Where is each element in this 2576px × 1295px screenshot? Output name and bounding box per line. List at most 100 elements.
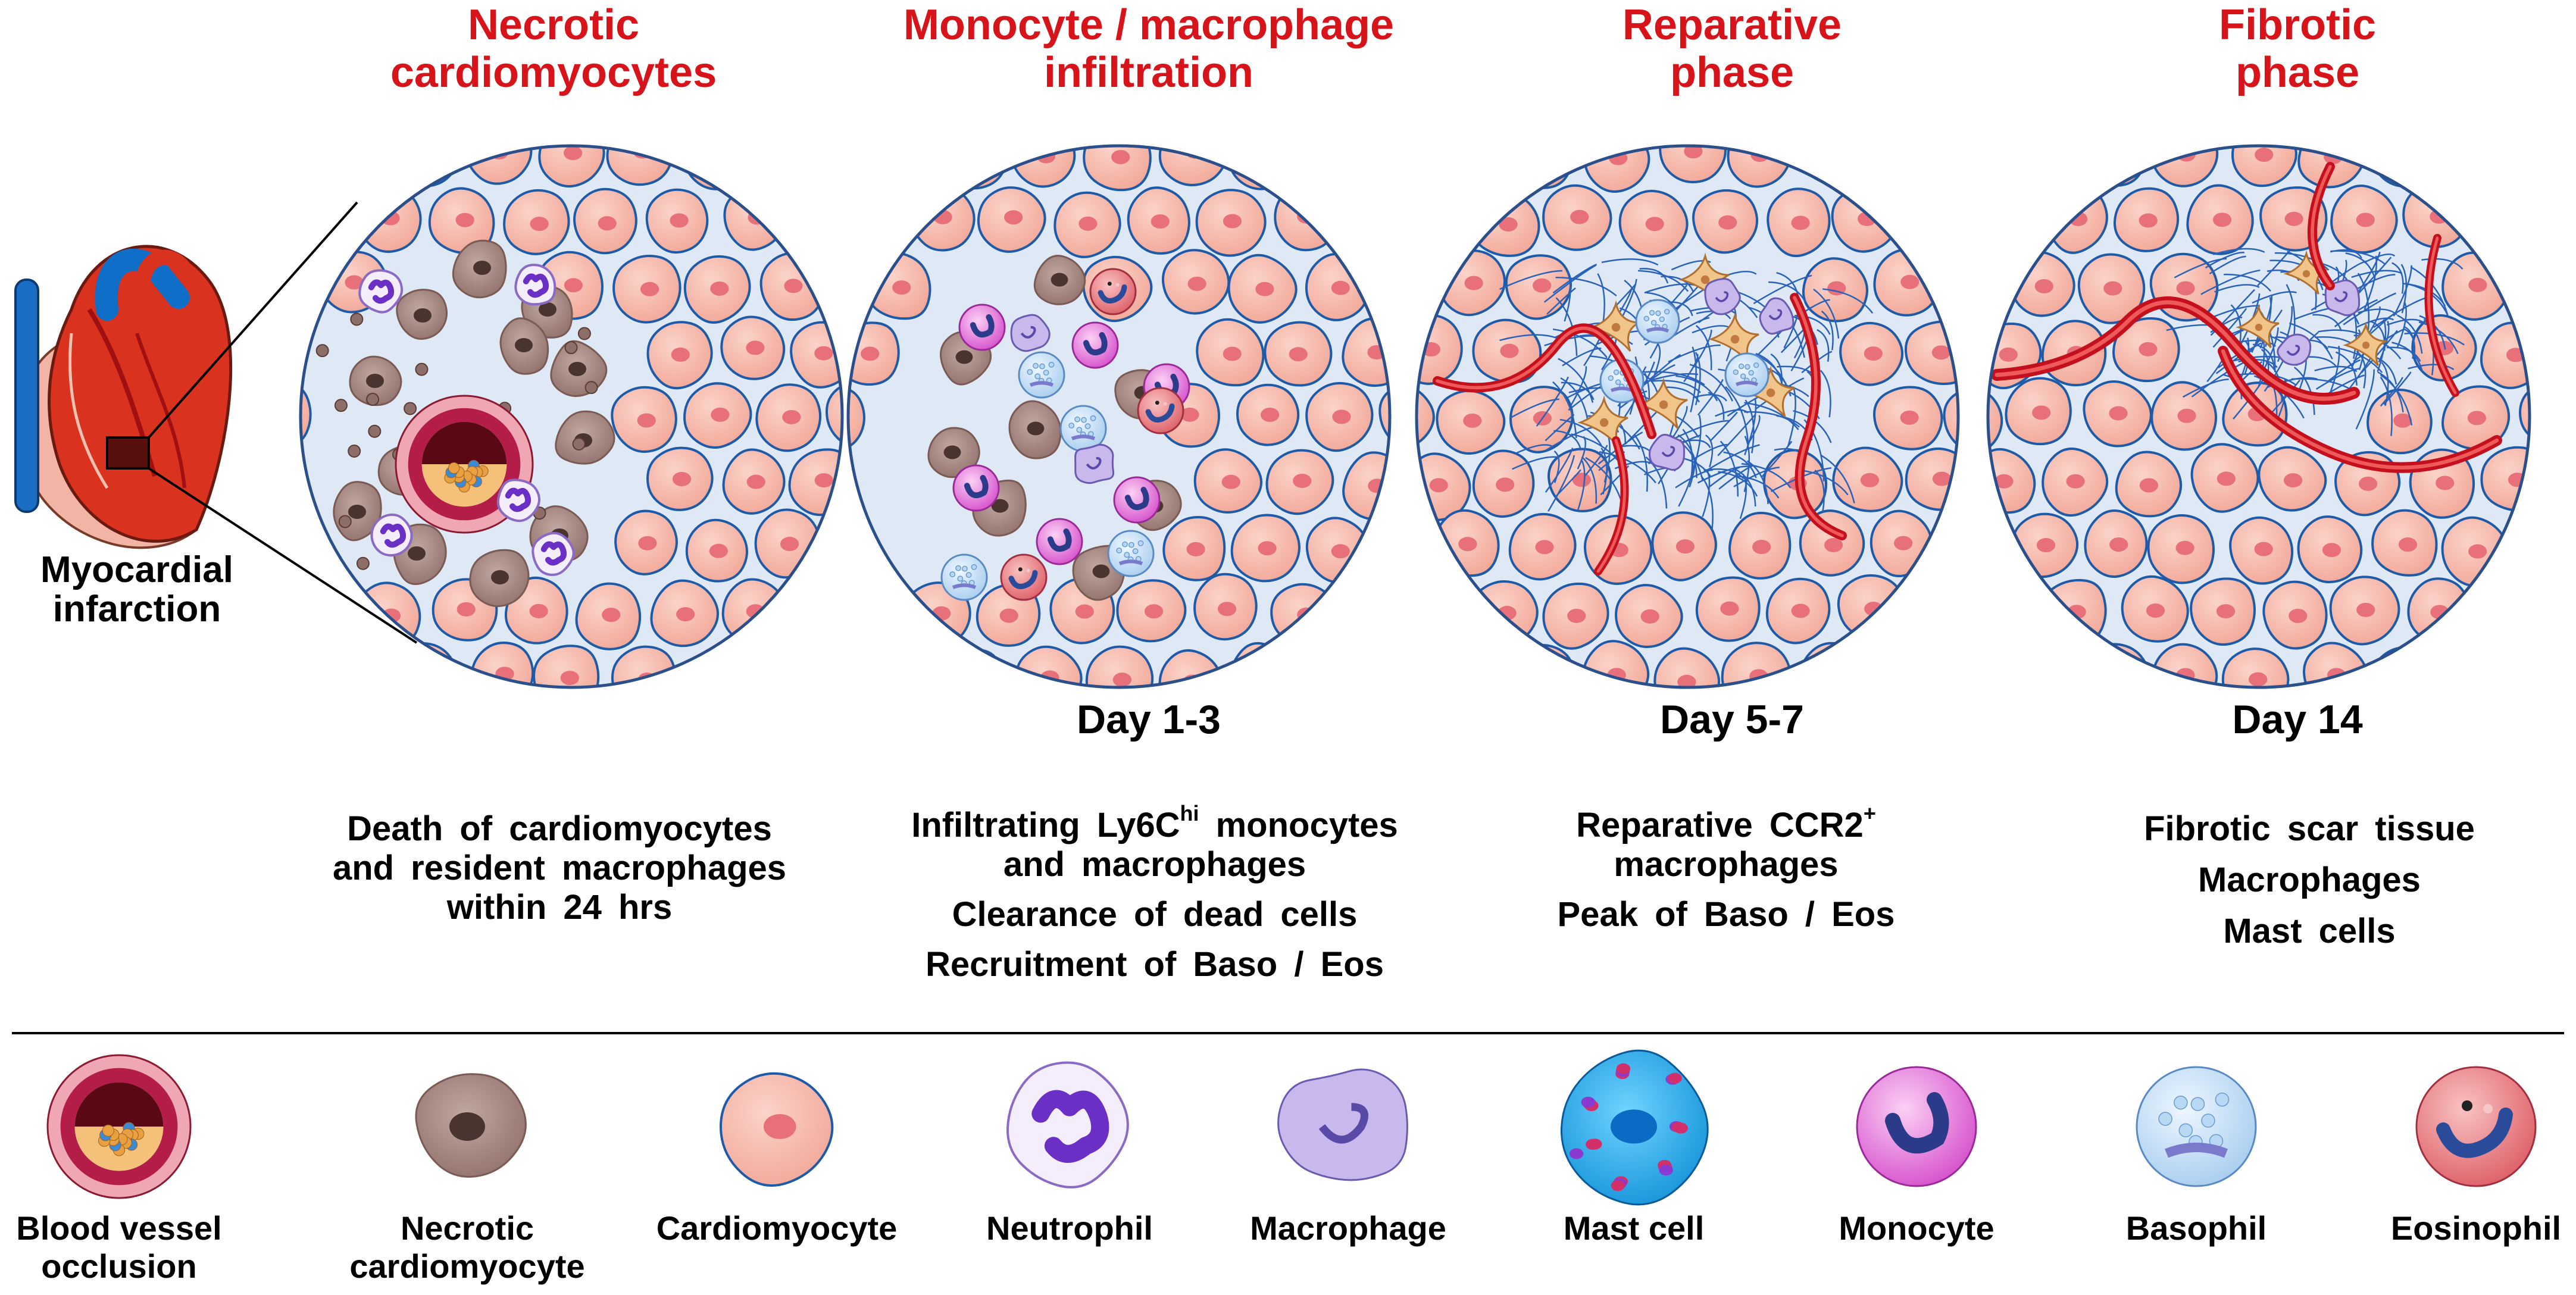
- eosinophil-nucleus: [1145, 403, 1175, 423]
- tissue-circle-border: [846, 144, 1392, 689]
- necrotic-nucleus: [1051, 273, 1068, 287]
- collagen-fiber: [1675, 375, 1718, 402]
- cell-nucleus: [1791, 215, 1810, 230]
- collagen-fiber: [1725, 386, 1749, 445]
- cell-nucleus: [345, 275, 364, 290]
- mast-granule: [1581, 1096, 1595, 1108]
- fibroblast-nucleus: [1611, 323, 1621, 332]
- cell-nucleus: [1677, 674, 1696, 687]
- tissue-circle-border: [1415, 144, 1960, 689]
- collagen-fiber: [1744, 411, 1800, 428]
- cell-nucleus: [1331, 544, 1350, 559]
- cell-nucleus: [2255, 148, 2274, 162]
- legend-label-line: Cardiomyocyte: [656, 1209, 898, 1247]
- collagen-fiber: [1705, 434, 1714, 468]
- legend-label-line: Blood vessel: [16, 1209, 222, 1247]
- collagen-fiber: [1693, 330, 1712, 368]
- basophil-granule: [949, 571, 956, 577]
- scar-vessel-highlight: [2221, 349, 2499, 470]
- neutrophil: [358, 269, 404, 314]
- tissue-circle-fibrotic: [1986, 144, 2531, 689]
- cell-nucleus: [2394, 148, 2414, 162]
- tissue-circle-infiltration: [846, 144, 1392, 689]
- macrophage-nucleus: [2286, 345, 2300, 356]
- aorta: [135, 249, 198, 283]
- cell-nucleus: [1223, 214, 1242, 229]
- neutrophil-nucleus: [505, 487, 532, 512]
- cell-nucleus: [1968, 412, 1987, 426]
- cardiomyocyte: [1378, 381, 1390, 450]
- collagen-fiber: [1601, 258, 1659, 266]
- cell-nucleus: [1368, 478, 1387, 493]
- eosinophil-granule: [1155, 401, 1159, 405]
- cell-nucleus: [602, 608, 621, 623]
- fibroblast-nucleus: [1730, 334, 1740, 344]
- cell-nucleus: [968, 148, 987, 162]
- cell-nucleus: [1533, 278, 1552, 293]
- basophil-granule: [1643, 315, 1650, 322]
- collagen-fiber: [1695, 325, 1712, 371]
- basophil-granule: [1753, 362, 1759, 368]
- scar-vessel-highlight: [1793, 296, 1844, 537]
- basophil-nucleus: [1029, 381, 1054, 387]
- coronary-branch: [135, 333, 186, 489]
- cell-nucleus: [1931, 345, 1950, 360]
- basophil-granule: [1027, 369, 1033, 375]
- zoom-line-top: [148, 201, 358, 439]
- collagen-fiber: [1649, 354, 1681, 380]
- collagen-fiber: [1700, 475, 1714, 530]
- necrotic-nucleus: [568, 362, 586, 376]
- cell-nucleus: [1496, 477, 1515, 492]
- basophil-granule: [1034, 373, 1041, 380]
- collagen-fiber: [1598, 451, 1625, 471]
- basophil-nucleus: [2165, 1143, 2228, 1158]
- basophil-granule: [957, 575, 964, 582]
- eosinophil: [1089, 268, 1137, 315]
- cell-nucleus: [1463, 413, 1482, 428]
- cell-debris: [356, 556, 370, 570]
- collagen-fiber: [1746, 460, 1769, 504]
- neutrophil: [514, 264, 557, 306]
- cell-nucleus: [418, 148, 437, 163]
- collagen-fiber: [1637, 270, 1689, 292]
- neutrophil-nucleus: [540, 541, 567, 566]
- monocyte-nucleus: [1083, 331, 1108, 356]
- collagen-fiber: [1671, 260, 1711, 271]
- basophil-granule: [1740, 373, 1746, 379]
- basophil-granule: [1655, 310, 1661, 317]
- legend-label-cardio: Cardiomyocyte: [634, 1209, 920, 1247]
- cell-debris: [564, 341, 578, 355]
- cell-nucleus: [2108, 670, 2127, 684]
- cell-nucleus: [1221, 474, 1240, 489]
- cell-nucleus: [1500, 343, 1519, 358]
- collagen-fiber: [1695, 352, 1701, 406]
- necrotic-nucleus: [473, 261, 491, 275]
- macrophage-nucleus: [1661, 446, 1675, 457]
- legend-label-line: cardiomyocyte: [349, 1247, 585, 1285]
- collagen-fiber: [2312, 314, 2342, 331]
- cell-nucleus: [2109, 406, 2128, 421]
- collagen-fiber: [2343, 292, 2396, 326]
- collagen-fiber: [2393, 265, 2412, 317]
- eosinophil: [1137, 387, 1184, 434]
- neutrophil-nucleus: [368, 279, 395, 304]
- collagen-fiber: [1813, 288, 1840, 339]
- collagen-fiber: [2252, 291, 2297, 304]
- basophil-nucleus: [1118, 559, 1143, 565]
- cell-nucleus: [1894, 536, 1913, 550]
- vessel-blood: [421, 421, 507, 464]
- cell-nucleus: [1078, 216, 1098, 231]
- legend-label-basophil: Basophil: [2053, 1209, 2339, 1247]
- cell-nucleus: [2176, 281, 2195, 296]
- basophil: [940, 553, 988, 601]
- cell-nucleus: [2177, 408, 2196, 423]
- cell-nucleus: [1429, 478, 1448, 493]
- mast-granule: [1611, 1180, 1625, 1191]
- basophil-nucleus: [1646, 327, 1670, 333]
- vena-cava: [14, 279, 39, 513]
- eosinophil: [2415, 1066, 2537, 1187]
